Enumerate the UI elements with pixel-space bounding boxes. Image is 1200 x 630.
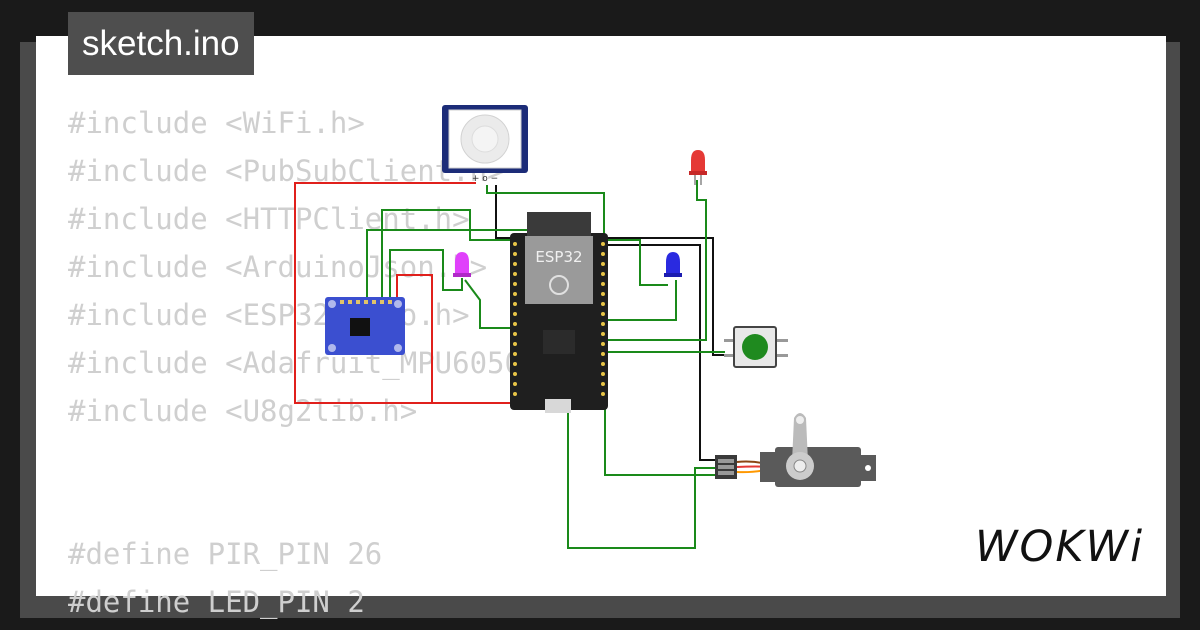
wire-red [396, 274, 433, 403]
led-icon[interactable] [453, 252, 471, 277]
file-tab-title: sketch.ino [68, 12, 254, 75]
wire-green [605, 239, 668, 286]
board-label: ESP32 [535, 248, 582, 266]
wire-green [605, 180, 707, 341]
code-line: #define LED_PIN 2 [68, 585, 365, 619]
pir-sensor-icon[interactable]: + o − [442, 105, 528, 184]
wire-green [567, 400, 722, 549]
wire-green [486, 185, 605, 240]
code-line: #define PIR_PIN 26 [68, 537, 383, 571]
mpu6050-module-icon[interactable] [325, 297, 405, 355]
wire-green [604, 362, 722, 476]
esp32-board-icon[interactable]: ESP32 [510, 212, 608, 413]
wire-red [294, 182, 512, 404]
servo-icon[interactable] [715, 413, 876, 487]
wire-green [381, 209, 513, 300]
led-icon[interactable] [689, 150, 707, 185]
led-icon[interactable] [664, 252, 682, 277]
pir-pin-label: + o − [472, 174, 498, 184]
pushbutton-icon[interactable] [724, 326, 788, 368]
wire-green [605, 280, 677, 321]
code-line: #include <U8g2lib.h> [68, 394, 418, 428]
wire-black [495, 185, 738, 356]
wokwi-logo: WOKWi [975, 522, 1145, 572]
wire-green [389, 249, 463, 300]
code-line: #include <WiFi.h> [68, 106, 365, 140]
